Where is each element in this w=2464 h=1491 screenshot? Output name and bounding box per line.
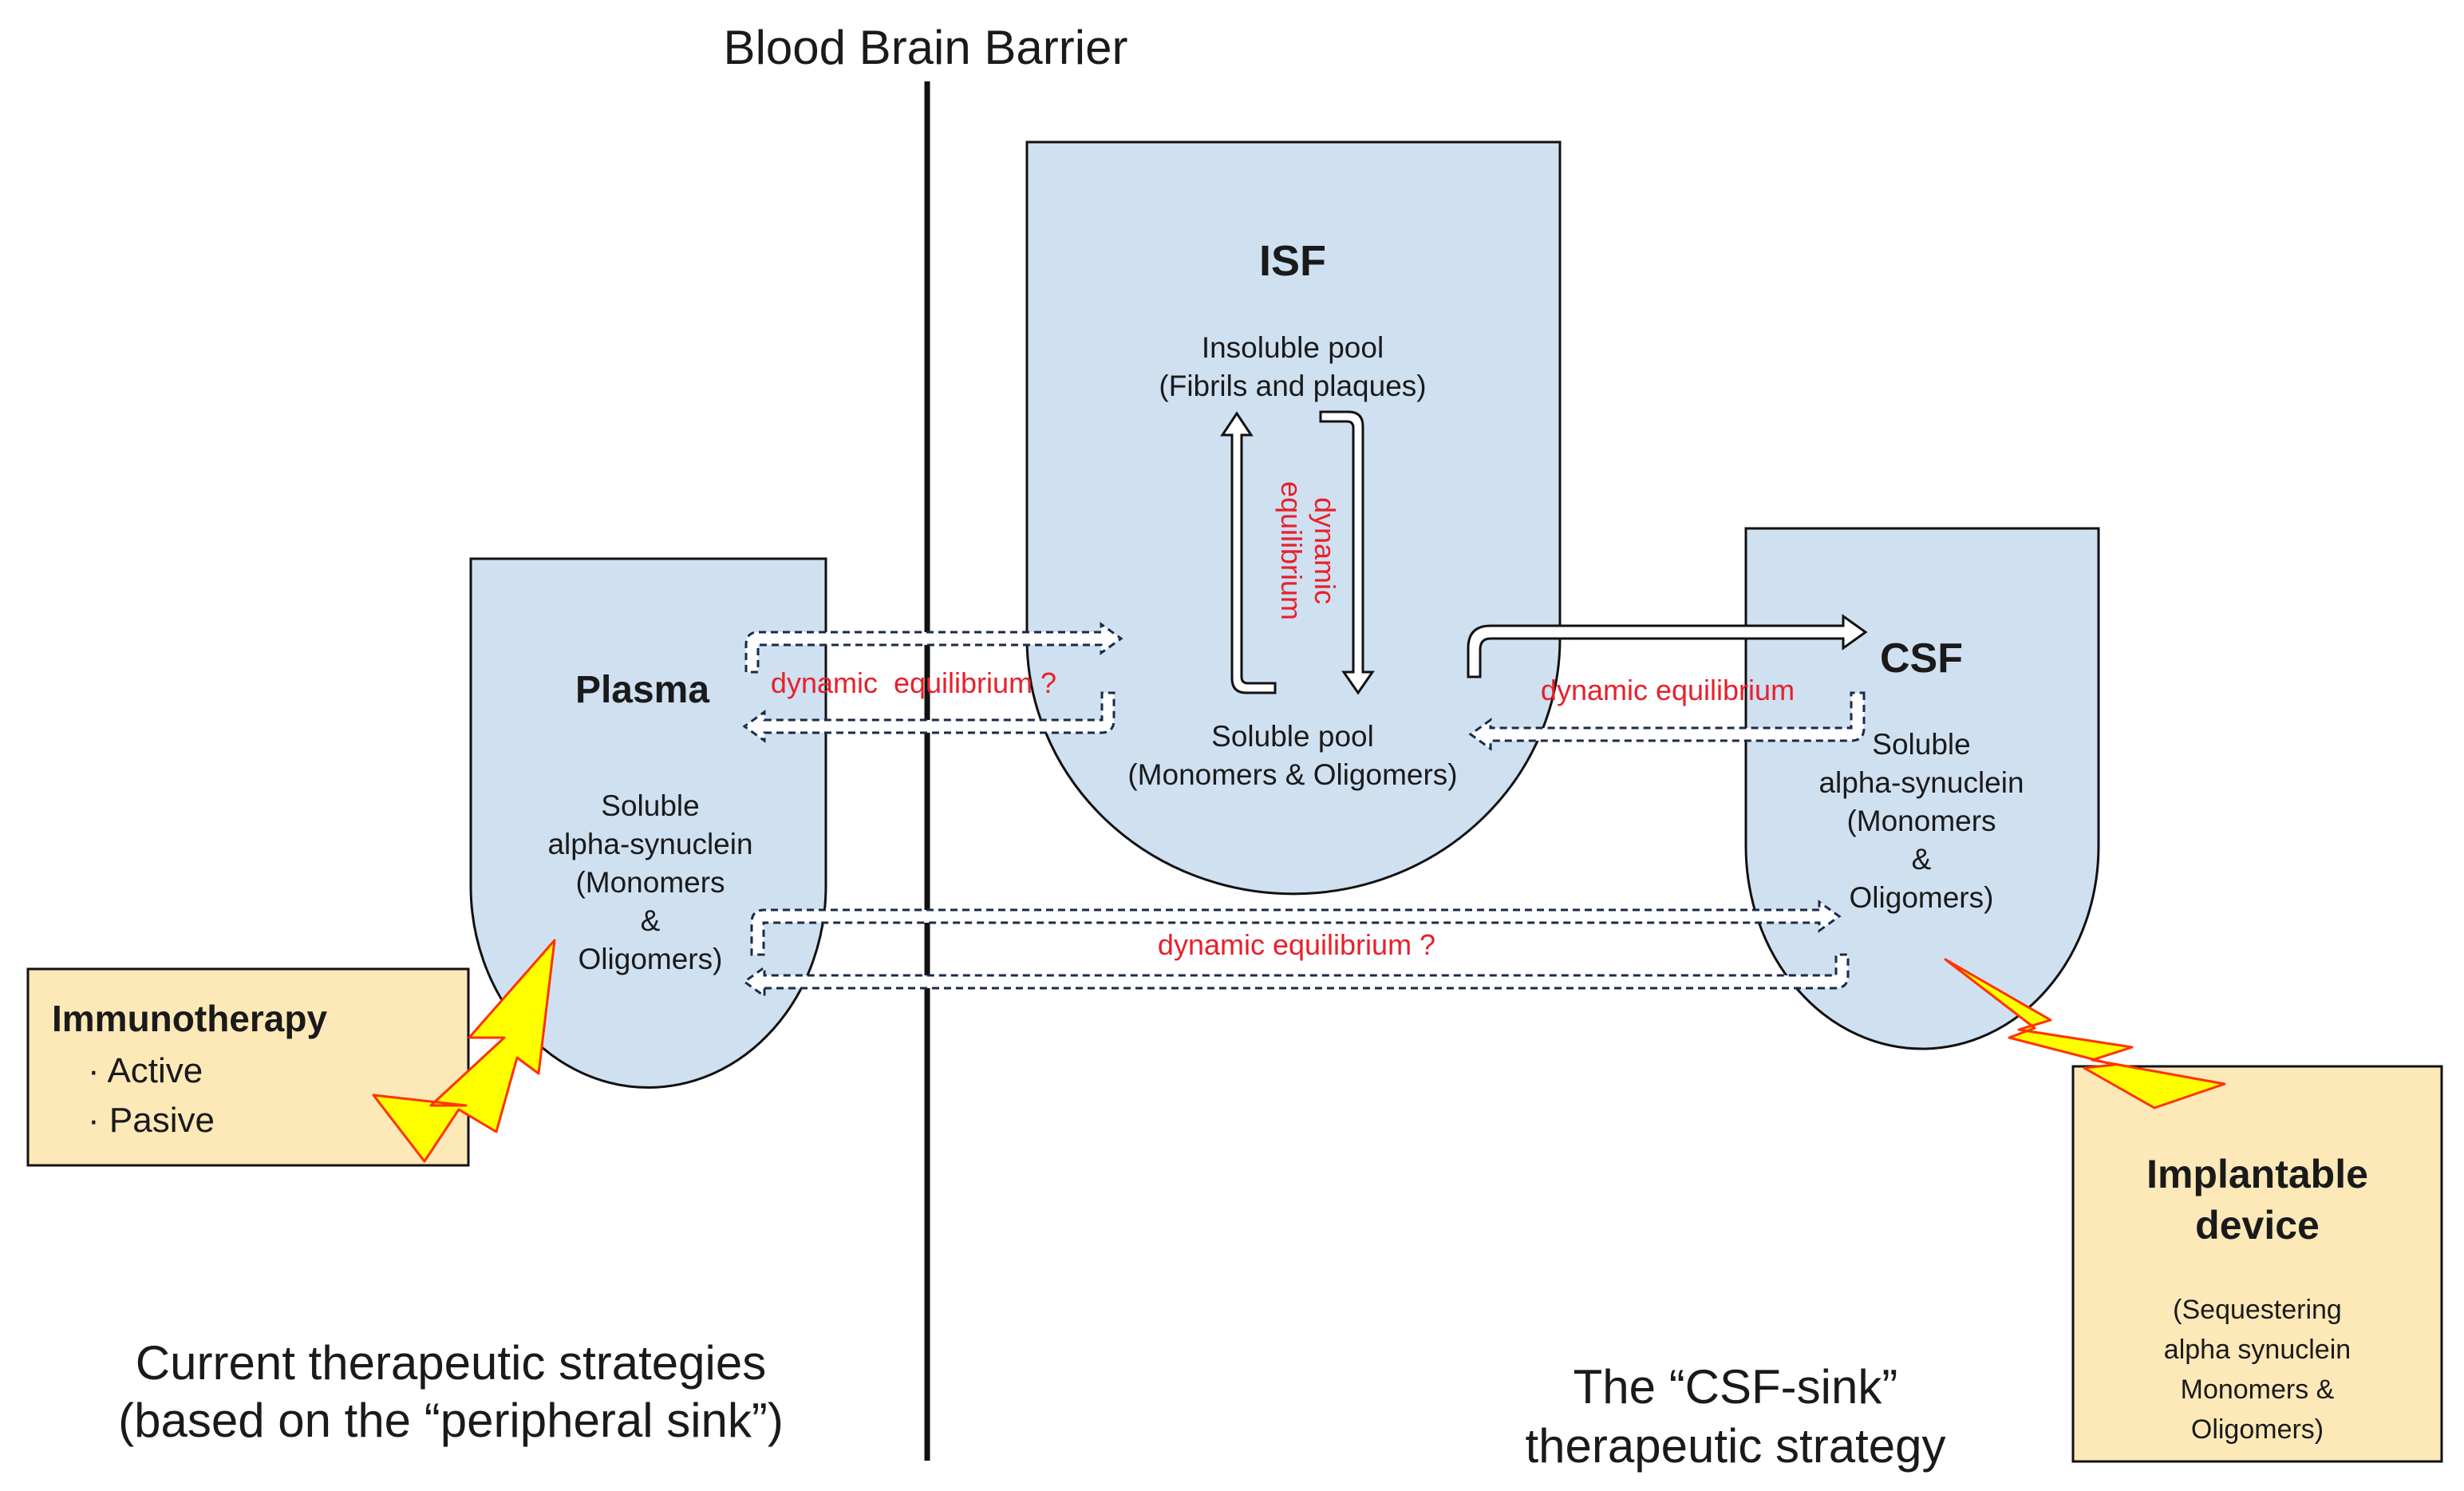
immunotherapy-item-active: · Active bbox=[88, 1051, 203, 1090]
isf-csf-equilibrium-label: dynamic equilibrium bbox=[1541, 674, 1795, 706]
plasma-line5: Oligomers) bbox=[578, 943, 723, 975]
implant-sub-line2: alpha synuclein bbox=[2164, 1335, 2351, 1365]
isf-compartment bbox=[1025, 140, 1562, 896]
plasma-csf-equilibrium-arrow bbox=[742, 900, 1850, 999]
barrier-title: Blood Brain Barrier bbox=[724, 21, 1128, 74]
immunotherapy-title: Immunotherapy bbox=[52, 998, 327, 1039]
implant-sub-line3: Monomers & bbox=[2181, 1374, 2335, 1405]
csf-line3: (Monomers bbox=[1846, 805, 1996, 837]
plasma-title: Plasma bbox=[575, 669, 709, 711]
plasma-compartment bbox=[469, 557, 827, 1090]
plasma-isf-equilibrium-label: dynamic equilibrium ? bbox=[771, 666, 1056, 699]
implant-sub-line1: (Sequestering bbox=[2173, 1295, 2342, 1325]
csf-isf-dashed-arrow bbox=[1468, 691, 1866, 751]
isf-vertical-label-line2: equilibrium bbox=[1275, 481, 1308, 620]
immunotherapy-item-pasive: · Pasive bbox=[88, 1101, 215, 1140]
isf-vertical-label-line1: dynamic bbox=[1309, 497, 1341, 604]
csf-title: CSF bbox=[1880, 635, 1963, 682]
isf-soluble-line2: (Monomers & Oligomers) bbox=[1127, 758, 1457, 791]
isf-csf-solid-arrow bbox=[1467, 614, 1868, 678]
isf-insoluble-line2: (Fibrils and plaques) bbox=[1159, 370, 1426, 402]
plasma-line3: (Monomers bbox=[575, 866, 725, 899]
left-caption-line2: (based on the “peripheral sink”) bbox=[118, 1394, 784, 1447]
plasma-csf-equilibrium-label: dynamic equilibrium ? bbox=[1158, 928, 1435, 961]
plasma-line1: Soluble bbox=[601, 789, 699, 822]
implant-box bbox=[2071, 1065, 2443, 1463]
implant-title-line1: Implantable bbox=[2146, 1152, 2368, 1196]
isf-soluble-line1: Soluble pool bbox=[1211, 720, 1374, 753]
isf-insoluble-line1: Insoluble pool bbox=[1202, 331, 1384, 364]
csf-line5: Oligomers) bbox=[1850, 881, 1994, 914]
isf-up-arrow bbox=[1220, 411, 1277, 694]
right-caption-line2: therapeutic strategy bbox=[1526, 1419, 1946, 1473]
implant-lightning-icon bbox=[1944, 958, 2226, 1109]
csf-line1: Soluble bbox=[1872, 728, 1970, 761]
right-caption-line1: The “CSF-sink” bbox=[1574, 1360, 1898, 1414]
plasma-line2: alpha-synuclein bbox=[547, 828, 752, 860]
isf-down-arrow bbox=[1319, 410, 1375, 695]
isf-title: ISF bbox=[1259, 237, 1326, 285]
plasma-isf-equilibrium-arrow bbox=[742, 622, 1123, 743]
immunotherapy-lightning-icon bbox=[372, 939, 556, 1163]
csf-line4: & bbox=[1912, 843, 1932, 876]
csf-line2: alpha-synuclein bbox=[1818, 766, 2024, 799]
implant-title-line2: device bbox=[2195, 1203, 2320, 1248]
left-caption-line1: Current therapeutic strategies bbox=[136, 1336, 766, 1390]
plasma-line4: & bbox=[641, 904, 661, 937]
immunotherapy-box bbox=[26, 967, 470, 1167]
implant-sub-line4: Oligomers) bbox=[2191, 1414, 2324, 1445]
